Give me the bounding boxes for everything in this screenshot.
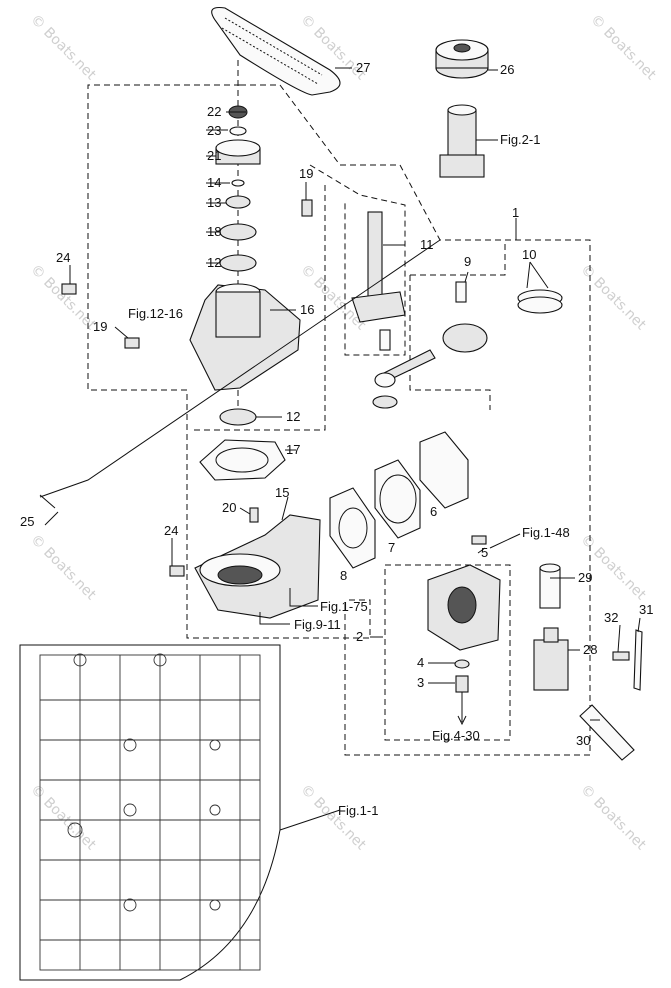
callout-17: 17 (286, 442, 300, 457)
pulley (435, 39, 489, 79)
seal-gasket (199, 408, 286, 481)
callout-15: 15 (275, 485, 289, 500)
callout-2: 2 (356, 629, 363, 644)
leader-lines (39, 67, 641, 831)
callout-14: 14 (207, 175, 221, 190)
callout-30: 30 (576, 733, 590, 748)
pump-housing (194, 514, 321, 619)
callout-labels: 27 26 22 23 21 14 13 18 12 19 24 16 19 1… (20, 60, 653, 748)
callout-8: 8 (340, 568, 347, 583)
watermark-layer: © Boats.net © Boats.net © Boats.net © Bo… (27, 12, 659, 854)
callout-26: 26 (500, 62, 514, 77)
fig-ref-2-1: Fig.2-1 (500, 132, 540, 147)
bracket-housing (189, 283, 301, 391)
fig-ref-12-16: Fig.12-16 (128, 306, 183, 321)
crankshaft-top (439, 104, 485, 178)
callout-25: 25 (20, 514, 34, 529)
callout-24: 24 (56, 250, 70, 265)
figure-references: Fig.2-1 Fig.12-16 Fig.1-48 Fig.1-75 Fig.… (128, 132, 570, 818)
callout-3: 3 (417, 675, 424, 690)
timing-belt (211, 6, 341, 96)
gear-stack (215, 60, 261, 420)
callout-20: 20 (222, 500, 236, 515)
callout-11: 11 (420, 237, 434, 252)
pump-cover (427, 564, 501, 726)
callout-29: 29 (578, 570, 592, 585)
callout-6: 6 (430, 504, 437, 519)
callout-5: 5 (481, 545, 488, 560)
fig-ref-1-48: Fig.1-48 (522, 525, 570, 540)
engine-block (19, 644, 281, 981)
callout-22: 22 (207, 104, 221, 119)
watermark: © Boats.net (27, 782, 99, 854)
watermark: © Boats.net (587, 12, 659, 84)
callout-24: 24 (164, 523, 178, 538)
callout-13: 13 (207, 195, 221, 210)
callout-23: 23 (207, 123, 221, 138)
fig-ref-9-11: Fig.9-11 (294, 617, 341, 632)
callout-27: 27 (356, 60, 370, 75)
callout-4: 4 (417, 655, 424, 670)
callout-28: 28 (583, 642, 597, 657)
callout-31: 31 (639, 602, 653, 617)
watermark: © Boats.net (27, 532, 99, 604)
callout-32: 32 (604, 610, 618, 625)
callout-21: 21 (207, 148, 221, 163)
callout-12: 12 (207, 255, 221, 270)
callout-7: 7 (388, 540, 395, 555)
callout-1: 1 (512, 205, 519, 220)
pump-gaskets (329, 431, 469, 569)
fig-ref-1-1: Fig.1-1 (338, 803, 378, 818)
callout-16: 16 (300, 302, 314, 317)
callout-19: 19 (299, 166, 313, 181)
callout-10: 10 (522, 247, 536, 262)
watermark: © Boats.net (27, 12, 99, 84)
piston-assembly (372, 281, 563, 409)
watermark: © Boats.net (577, 782, 649, 854)
watermark: © Boats.net (577, 262, 649, 334)
callout-9: 9 (464, 254, 471, 269)
watermark: © Boats.net (577, 532, 649, 604)
fig-ref-1-75: Fig.1-75 (320, 599, 368, 614)
fig-ref-4-30: Fig.4-30 (432, 728, 480, 743)
fuel-filter-parts (533, 563, 643, 761)
callout-19: 19 (93, 319, 107, 334)
callout-18: 18 (207, 224, 221, 239)
bolts (61, 199, 487, 577)
pump-shaft (351, 211, 406, 351)
callout-12: 12 (286, 409, 300, 424)
